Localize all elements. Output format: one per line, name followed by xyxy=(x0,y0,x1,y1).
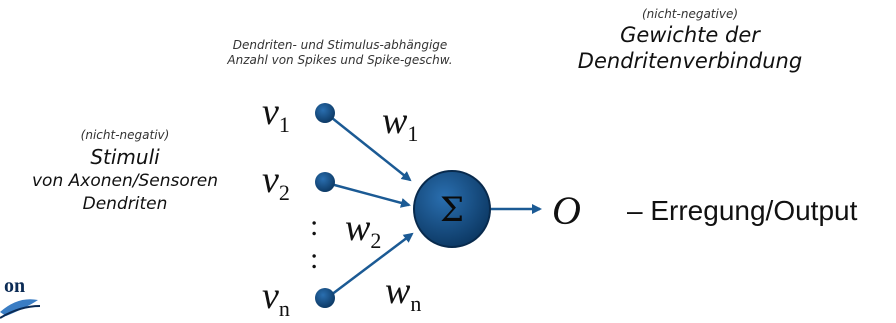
weights-heading-line2: Dendritenverbindung xyxy=(577,49,803,73)
weight-label-wn: wn xyxy=(385,270,421,316)
stimuli-line2: von Axonen/Sensoren xyxy=(32,171,218,191)
input-label-vn: vn xyxy=(262,275,290,321)
input-node-2 xyxy=(315,172,335,192)
output-symbol: O xyxy=(552,188,581,233)
weights-heading-line1: Gewichte der xyxy=(620,23,760,47)
arrow-v1-to-sum xyxy=(326,113,412,182)
weight-label-w2: w2 xyxy=(345,207,381,253)
ellipsis-dots-upper: : xyxy=(310,209,318,242)
input-label-v1: v1 xyxy=(262,91,290,137)
weights-heading: (nicht-negative) Gewichte der Dendritenv… xyxy=(560,6,820,74)
arrow-vn-to-sum xyxy=(326,232,414,299)
logo-fragment: on xyxy=(0,275,41,319)
stimuli-line3: Dendriten xyxy=(82,194,168,214)
summation-symbol: Σ xyxy=(440,190,464,230)
summation-node xyxy=(413,170,491,248)
logo-swoosh-icon xyxy=(0,299,38,316)
output-label: – Erregung/Output xyxy=(627,195,858,226)
weights-heading-small: (nicht-negative) xyxy=(641,7,739,21)
top-center-note-line1: Dendriten- und Stimulus-abhängige xyxy=(232,38,448,52)
stimuli-title: Stimuli xyxy=(90,145,160,169)
weight-label-w1: w1 xyxy=(382,100,418,146)
arrow-v2-to-sum xyxy=(326,181,411,208)
input-node-1 xyxy=(315,103,335,123)
stimuli-block: (nicht-negativ) Stimuli von Axonen/Senso… xyxy=(0,126,250,216)
top-center-note: Dendriten- und Stimulus-abhängige Anzahl… xyxy=(190,38,490,68)
top-center-note-line2: Anzahl von Spikes und Spike-geschw. xyxy=(227,53,453,67)
input-label-v2: v2 xyxy=(262,159,290,205)
logo-fragment-text: on xyxy=(4,275,25,297)
ellipsis-dots-lower: : xyxy=(310,242,318,275)
input-node-n xyxy=(315,288,335,308)
stimuli-small: (nicht-negativ) xyxy=(80,128,170,142)
